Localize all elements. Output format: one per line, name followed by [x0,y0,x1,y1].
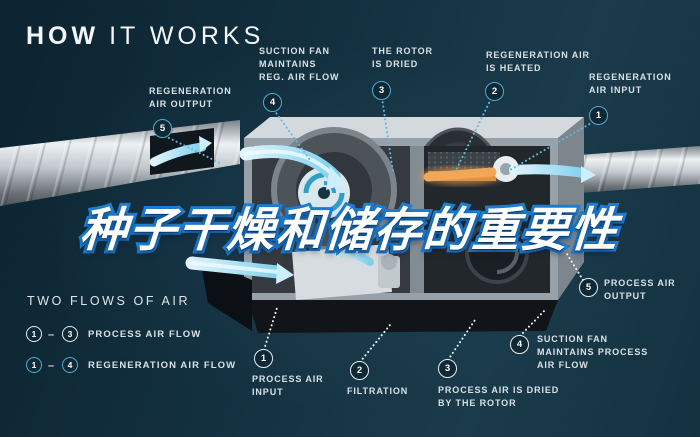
leader-lines [164,97,594,363]
badge-process-4: 4 [510,335,529,354]
leader-line [447,319,476,361]
outlet-flange [493,156,519,182]
leader-line [381,97,394,173]
process-fan-icon [465,220,529,284]
leader-line [566,253,584,281]
callout-label-regen-air-output: REGENERATION AIR OUTPUT [149,86,232,110]
callout-label-rotor-dried: THE ROTOR IS DRIED [372,46,433,70]
badge-process-1: 1 [254,349,273,368]
leader-line [263,307,278,351]
page-title: HOW IT WORKS [26,22,264,51]
divider-wall [410,146,424,293]
callout-label-filtration: FILTRATION [347,386,409,396]
cabinet-top [244,117,584,138]
callout-label-process-air-dried: PROCESS AIR IS DRIED BY THE ROTOR [438,385,560,409]
base-plinth [248,300,558,333]
badge-regen-3: 3 [372,81,391,100]
leader-line [455,98,492,171]
left-duct [0,120,240,206]
leader-line [509,121,594,171]
badge-process-5: 5 [579,278,598,297]
legend-label-regen-air-flow: REGENERATION AIR FLOW [88,360,237,371]
regen-output-arrow-icon [149,142,207,167]
legend-badge-process-to: 3 [62,326,78,342]
badge-regen-4: 4 [263,93,282,112]
legend-dash: – [48,329,55,341]
badge-process-3: 3 [438,359,457,378]
callout-label-process-air-output: PROCESS AIR OUTPUT [604,278,676,302]
heated-air-arrow-icon [423,167,497,182]
legend-badge-regen-from: 1 [26,357,42,373]
legend-badge-process-from: 1 [26,326,42,342]
airflow-arrows [185,144,596,284]
callout-label-regen-suction-fan: SUCTION FAN MAINTAINS REG. AIR FLOW [259,46,340,83]
title-word-bold: HOW [26,22,100,50]
callout-label-process-suction-fan: SUCTION FAN MAINTAINS PROCESS AIR FLOW [537,334,649,371]
legend-label-process-air-flow: PROCESS AIR FLOW [88,329,202,340]
badge-regen-5: 5 [153,119,172,138]
badge-regen-1: 1 [589,106,608,125]
leader-line [273,109,311,161]
callout-label-regen-air-heated: REGENERATION AIR IS HEATED [486,50,590,74]
chinese-headline: 种子干燥和储存的重要性 [75,200,624,259]
title-word-light: IT WORKS [109,22,265,50]
callout-label-process-air-input: PROCESS AIR INPUT [252,374,324,398]
regen-to-duct-arrow-icon [509,164,589,178]
badge-regen-2: 2 [485,82,504,101]
leader-line [519,309,546,337]
legend-dash: – [48,360,55,372]
badge-process-2: 2 [350,361,369,380]
legend-badge-regen-to: 4 [62,357,78,373]
callout-label-regen-air-input: REGENERATION AIR INPUT [589,72,672,96]
cabinet-side [558,117,584,300]
leader-line [359,324,391,363]
legend-heading: TWO FLOWS OF AIR [27,294,191,308]
